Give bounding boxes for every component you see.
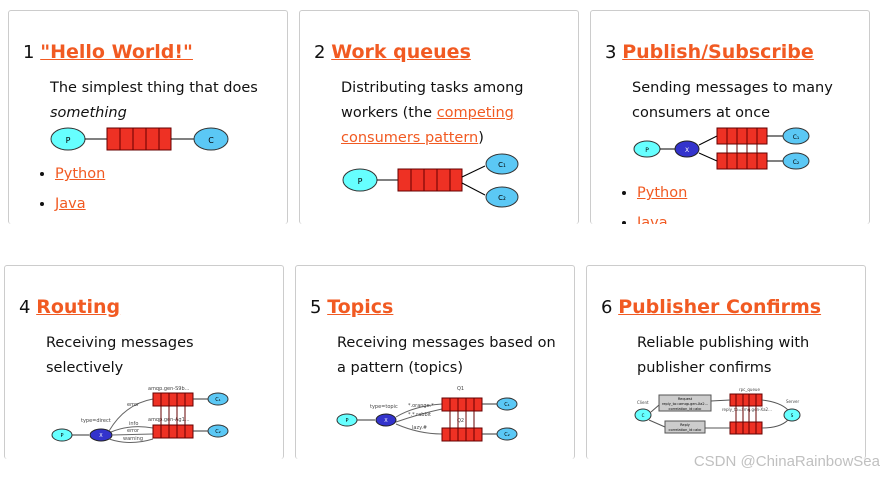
card-publish-subscribe: 3 Publish/Subscribe Sending messages to …: [590, 10, 870, 224]
title-link[interactable]: "Hello World!": [40, 41, 193, 63]
producer-label: P: [66, 136, 71, 145]
producer-label: P: [358, 177, 363, 186]
card-number: 1: [23, 42, 35, 63]
producer-label: P: [60, 433, 63, 439]
card-number: 3: [605, 42, 617, 63]
rpc-queue-label: rpc_queue: [739, 387, 760, 392]
link-java[interactable]: Java: [55, 196, 86, 212]
title-link[interactable]: Work queues: [331, 41, 471, 63]
consumer2-label: C₂: [504, 432, 510, 438]
title-link[interactable]: Publish/Subscribe: [622, 41, 814, 63]
queue2-label: Q2: [457, 418, 464, 424]
diagram-hello-world: P C: [50, 127, 229, 151]
consumer1-label: C₁: [504, 402, 510, 408]
binding-error: error: [127, 402, 140, 408]
exchange-type: type=direct: [81, 418, 111, 424]
diagram-topics: Q1 Q2 type=topic P X *.orange.* *.*.rabb…: [336, 386, 518, 442]
exchange-label: X: [99, 433, 103, 439]
diagram-publish-subscribe: P X C₁ C₂: [633, 127, 810, 170]
desc-text: Sending messages to many consumers at on…: [632, 80, 833, 121]
request-title: Request: [678, 397, 693, 401]
desc-end: ): [478, 130, 484, 146]
diagram-routing: amqp.gen-S9b... amqp.gen-Ag1... type=dir…: [51, 386, 229, 443]
card-title: 4 Routing: [19, 296, 120, 318]
exchange-label: X: [685, 147, 689, 154]
card-title: 3 Publish/Subscribe: [605, 41, 814, 63]
language-list: Python Java: [35, 159, 105, 219]
diagram-rpc: Client Server rpc_queue reply_to=amq.gen…: [634, 387, 801, 435]
consumer1-label: C₁: [793, 134, 800, 141]
card-number: 6: [601, 297, 613, 318]
reply-correlation: correlation_id=abc: [669, 428, 702, 432]
consumer2-label: C₂: [215, 429, 221, 435]
producer-label: P: [645, 147, 649, 154]
title-link[interactable]: Routing: [36, 296, 121, 318]
reply-title: Reply: [680, 423, 690, 427]
desc-text: Reliable publishing with publisher confi…: [637, 335, 810, 376]
exchange-label: X: [384, 418, 388, 424]
desc-text: The simplest thing that does: [50, 80, 258, 96]
binding-rabbit: *.*.rabbit: [408, 412, 431, 418]
link-python[interactable]: Python: [637, 185, 688, 201]
card-description: Sending messages to many consumers at on…: [632, 76, 857, 126]
card-number: 2: [314, 42, 326, 63]
title-link[interactable]: Topics: [327, 296, 394, 318]
binding-lazy: lazy.#: [412, 425, 427, 431]
competing-consumers-link[interactable]: competing consumers pattern: [341, 105, 514, 146]
card-routing: 4 Routing Receiving messages selectively…: [4, 265, 284, 459]
server-label: Server: [786, 399, 799, 404]
language-list: Python Java: [617, 178, 687, 224]
queue1-label: amqp.gen-S9b...: [148, 386, 190, 392]
card-description: Reliable publishing with publisher confi…: [637, 331, 862, 381]
card-description: The simplest thing that does something: [50, 76, 275, 126]
card-description: Receiving messages selectively: [46, 331, 216, 381]
card-work-queues: 2 Work queues Distributing tasks among w…: [299, 10, 579, 224]
card-publisher-confirms: 6 Publisher Confirms Reliable publishing…: [586, 265, 866, 459]
consumer2-label: C₂: [498, 194, 506, 202]
binding-error-2: error: [127, 428, 140, 434]
card-description: Receiving messages based on a pattern (t…: [337, 331, 562, 381]
request-reply-to: reply_to=amqp.gen-Xa2...: [662, 402, 708, 406]
desc-emphasis: something: [50, 105, 127, 121]
card-number: 5: [310, 297, 322, 318]
binding-warning: warning: [123, 436, 143, 442]
desc-text: Receiving messages selectively: [46, 335, 194, 376]
exchange-type: type=topic: [370, 404, 398, 410]
card-title: 5 Topics: [310, 296, 393, 318]
card-title: 6 Publisher Confirms: [601, 296, 821, 318]
consumer-label: C: [208, 136, 214, 145]
desc-text: Receiving messages based on a pattern (t…: [337, 335, 556, 376]
producer-label: P: [345, 418, 348, 424]
card-hello-world: 1 "Hello World!" The simplest thing that…: [8, 10, 288, 224]
card-topics: 5 Topics Receiving messages based on a p…: [295, 265, 575, 459]
card-title: 1 "Hello World!": [23, 41, 193, 63]
desc-text: Distributing tasks among workers (the: [341, 80, 524, 121]
server-node: S: [791, 413, 794, 418]
consumer1-label: C₁: [215, 397, 221, 403]
request-correlation: correlation_id=abc: [669, 407, 702, 411]
link-python[interactable]: Python: [55, 166, 106, 182]
client-node: C: [642, 413, 645, 418]
reply-queue-label: reply_to=amq.gen-Xa2...: [722, 407, 772, 412]
queue1-label: Q1: [457, 386, 464, 392]
binding-orange: *.orange.*: [408, 403, 434, 409]
card-description: Distributing tasks among workers (the co…: [341, 76, 566, 151]
card-title: 2 Work queues: [314, 41, 471, 63]
link-java[interactable]: Java: [637, 215, 668, 224]
watermark: CSDN @ChinaRainbowSea: [693, 453, 880, 470]
consumer1-label: C₁: [498, 161, 506, 169]
diagram-work-queues: P C₁ C₂: [342, 153, 519, 208]
binding-info: info: [129, 421, 138, 427]
title-link[interactable]: Publisher Confirms: [618, 296, 822, 318]
client-label: Client: [637, 400, 649, 405]
card-number: 4: [19, 297, 31, 318]
consumer2-label: C₂: [793, 159, 800, 166]
